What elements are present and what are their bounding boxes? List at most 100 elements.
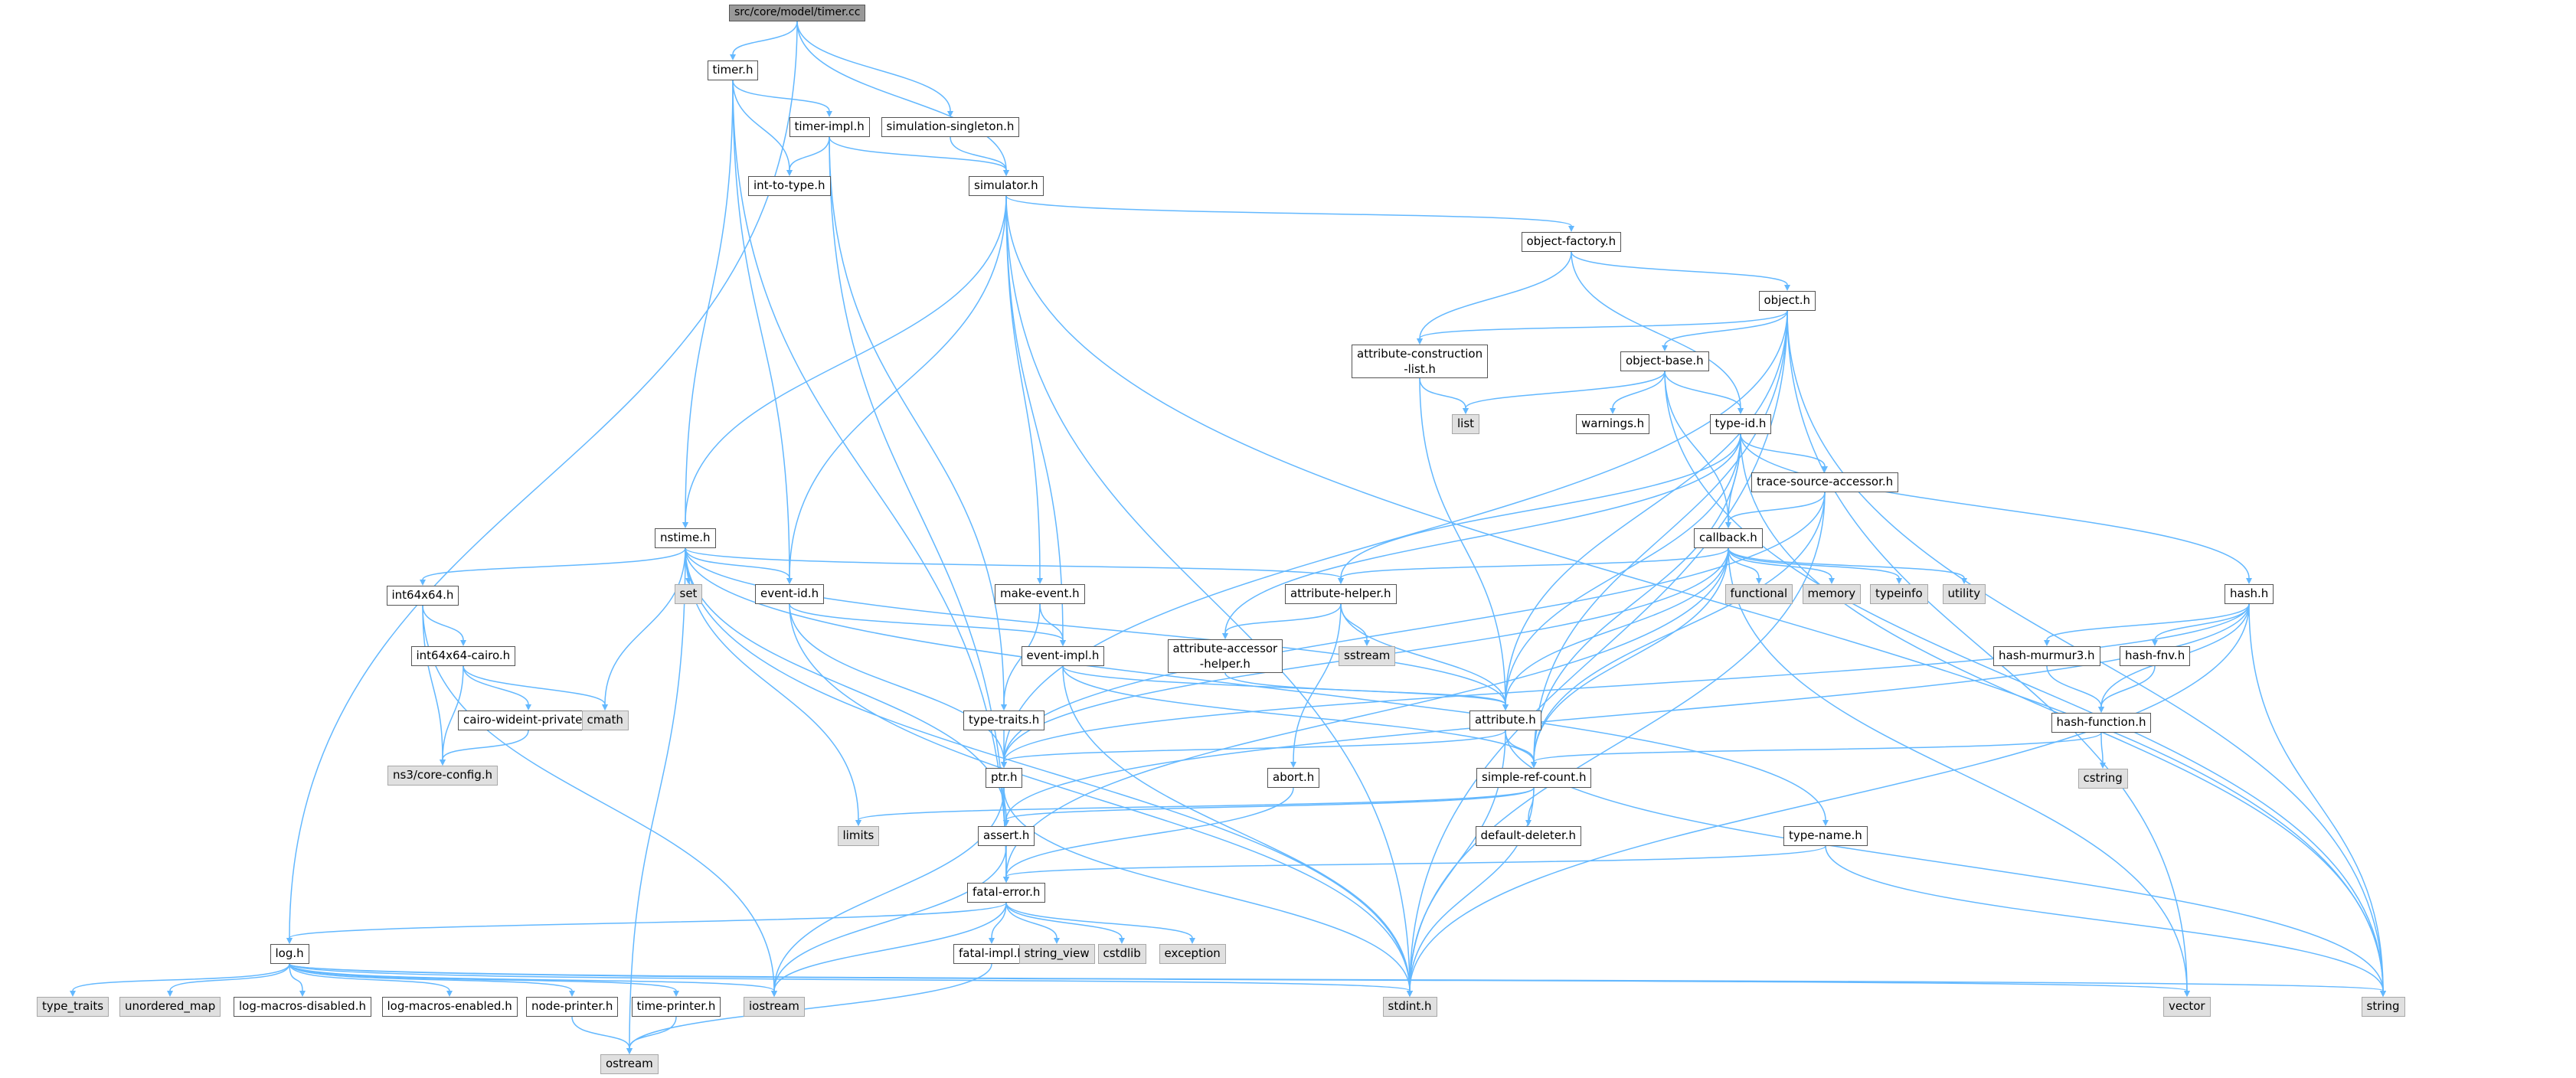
node-type-id-h[interactable]: type-id.h xyxy=(1709,414,1772,434)
edge-type-id-h-to-hash-h xyxy=(1740,433,2250,579)
edge-log-h-to-node-printer-h xyxy=(289,963,573,991)
edge-callback-h-to-vector xyxy=(1728,547,2188,991)
node-make-event-h[interactable]: make-event.h xyxy=(995,584,1085,604)
edge-arrowhead xyxy=(420,580,426,586)
edge-callback-h-to-memory xyxy=(1728,547,1832,579)
node-trace-src-acc-h[interactable]: trace-source-accessor.h xyxy=(1751,472,1899,492)
node-hash-murmur3-h[interactable]: hash-murmur3.h xyxy=(1993,646,2100,666)
edge-hash-function-h-to-cstring xyxy=(2100,732,2104,763)
node-simulator-h[interactable]: simulator.h xyxy=(969,176,1044,196)
edge-object-factory-h-to-attr-constr-list-h xyxy=(1419,251,1572,339)
node-event-impl-h[interactable]: event-impl.h xyxy=(1021,646,1105,666)
node-timer-impl-h[interactable]: timer-impl.h xyxy=(789,117,870,137)
node-fatal-impl-h[interactable]: fatal-impl.h xyxy=(953,944,1030,964)
edge-nstime-h-to-cmath xyxy=(604,547,686,705)
edge-event-impl-h-to-stdint-h xyxy=(1062,665,1411,991)
edge-root-to-sim-singleton-h xyxy=(796,21,951,112)
node-hash-fnv-h[interactable]: hash-fnv.h xyxy=(2120,646,2191,666)
edge-timer-impl-h-to-fatal-error-h xyxy=(829,136,1007,877)
node-type-traits: type_traits xyxy=(37,997,110,1017)
node-log-macros-disabled-h[interactable]: log-macros-disabled.h xyxy=(234,997,371,1017)
edge-arrowhead xyxy=(2098,707,2104,713)
node-attribute-h[interactable]: attribute.h xyxy=(1469,710,1541,730)
edge-attr-constr-list-h-to-attribute-h xyxy=(1419,377,1506,705)
node-hash-h[interactable]: hash.h xyxy=(2225,584,2274,604)
node-timer-h[interactable]: timer.h xyxy=(707,60,759,80)
node-limits: limits xyxy=(837,826,880,846)
node-object-base-h[interactable]: object-base.h xyxy=(1620,351,1709,371)
edge-abort-h-to-fatal-error-h xyxy=(1005,787,1294,877)
edge-callback-h-to-utility xyxy=(1728,547,1965,579)
node-callback-h[interactable]: callback.h xyxy=(1694,528,1763,548)
edge-hash-h-to-ptr-h xyxy=(1003,603,2250,763)
edge-sim-singleton-h-to-simulator-h xyxy=(950,136,1007,171)
node-abort-h[interactable]: abort.h xyxy=(1267,768,1320,788)
edge-trace-src-acc-h-to-ptr-h xyxy=(1003,492,1826,763)
edge-fatal-error-h-to-exception xyxy=(1005,902,1193,939)
node-log-macros-enabled-h[interactable]: log-macros-enabled.h xyxy=(381,997,518,1017)
node-attr-constr-list-h[interactable]: attribute-construction -list.h xyxy=(1352,345,1489,378)
node-time-printer-h[interactable]: time-printer.h xyxy=(631,997,721,1017)
edge-object-base-h-to-type-id-h xyxy=(1664,371,1741,409)
edge-arrowhead xyxy=(70,991,76,997)
edge-arrowhead xyxy=(2152,640,2158,646)
edge-arrowhead xyxy=(2380,991,2386,997)
edge-arrowhead xyxy=(673,991,679,997)
node-default-deleter-h[interactable]: default-deleter.h xyxy=(1475,826,1582,846)
edge-timer-impl-h-to-simulator-h xyxy=(829,136,1007,171)
node-object-factory-h[interactable]: object-factory.h xyxy=(1521,232,1622,252)
node-object-h[interactable]: object.h xyxy=(1758,291,1816,311)
node-event-id-h[interactable]: event-id.h xyxy=(755,584,825,604)
edge-arrowhead xyxy=(446,991,453,997)
edge-timer-h-to-timer-impl-h xyxy=(732,80,830,112)
node-node-printer-h[interactable]: node-printer.h xyxy=(526,997,619,1017)
edge-arrowhead xyxy=(1610,408,1616,414)
edge-nstime-h-to-int64x64-h xyxy=(422,547,686,580)
node-typeinfo: typeinfo xyxy=(1870,584,1928,604)
node-assert-h[interactable]: assert.h xyxy=(978,826,1035,846)
node-warnings-h[interactable]: warnings.h xyxy=(1576,414,1650,434)
edge-arrowhead xyxy=(1662,345,1668,351)
edge-arrowhead xyxy=(1001,704,1007,710)
node-ptr-h[interactable]: ptr.h xyxy=(986,768,1023,788)
edge-arrowhead xyxy=(2184,991,2190,997)
node-exception: exception xyxy=(1159,944,1226,964)
node-root[interactable]: src/core/model/timer.cc xyxy=(729,5,866,21)
node-cairo-wideint-private-h[interactable]: cairo-wideint-private.h xyxy=(458,710,599,730)
node-sim-singleton-h[interactable]: simulation-singleton.h xyxy=(881,117,1020,137)
node-fatal-error-h[interactable]: fatal-error.h xyxy=(967,883,1046,903)
edge-nstime-h-to-assert-h xyxy=(685,547,1007,821)
node-set: set xyxy=(674,584,703,604)
node-ostream: ostream xyxy=(600,1054,659,1074)
edge-nstime-h-to-attribute-helper-h xyxy=(685,547,1342,579)
node-nstime-h[interactable]: nstime.h xyxy=(655,528,716,548)
edge-arrowhead xyxy=(460,640,466,646)
node-type-traits-h[interactable]: type-traits.h xyxy=(963,710,1045,730)
node-attribute-helper-h[interactable]: attribute-helper.h xyxy=(1285,584,1397,604)
edge-arrowhead xyxy=(1568,226,1574,232)
node-int-to-type-h[interactable]: int-to-type.h xyxy=(748,176,831,196)
node-hash-function-h[interactable]: hash-function.h xyxy=(2051,713,2152,733)
edge-nstime-h-to-stdint-h xyxy=(685,547,1411,991)
edge-assert-h-to-iostream xyxy=(773,845,1007,991)
node-attr-acc-helper-h[interactable]: attribute-accessor -helper.h xyxy=(1167,639,1283,673)
edge-arrowhead xyxy=(569,991,575,997)
node-string-view: string_view xyxy=(1018,944,1095,964)
node-int64x64-cairo-h[interactable]: int64x64-cairo.h xyxy=(410,646,516,666)
edge-arrowhead xyxy=(1502,704,1509,710)
node-string: string xyxy=(2361,997,2405,1017)
edge-log-h-to-unordered-map xyxy=(169,963,290,991)
edge-type-id-h-to-trace-src-acc-h xyxy=(1740,433,1826,467)
node-log-h[interactable]: log.h xyxy=(270,944,309,964)
edge-hash-h-to-string xyxy=(2248,603,2384,991)
node-int64x64-h[interactable]: int64x64.h xyxy=(386,586,459,606)
edge-time-printer-h-to-ostream xyxy=(629,1016,677,1049)
node-simple-ref-count-h[interactable]: simple-ref-count.h xyxy=(1476,768,1592,788)
node-iostream: iostream xyxy=(744,997,805,1017)
node-type-name-h[interactable]: type-name.h xyxy=(1783,826,1868,846)
node-cstdlib: cstdlib xyxy=(1097,944,1146,964)
edge-simple-ref-count-h-to-stdint-h xyxy=(1409,787,1535,991)
edge-arrowhead xyxy=(730,54,736,60)
